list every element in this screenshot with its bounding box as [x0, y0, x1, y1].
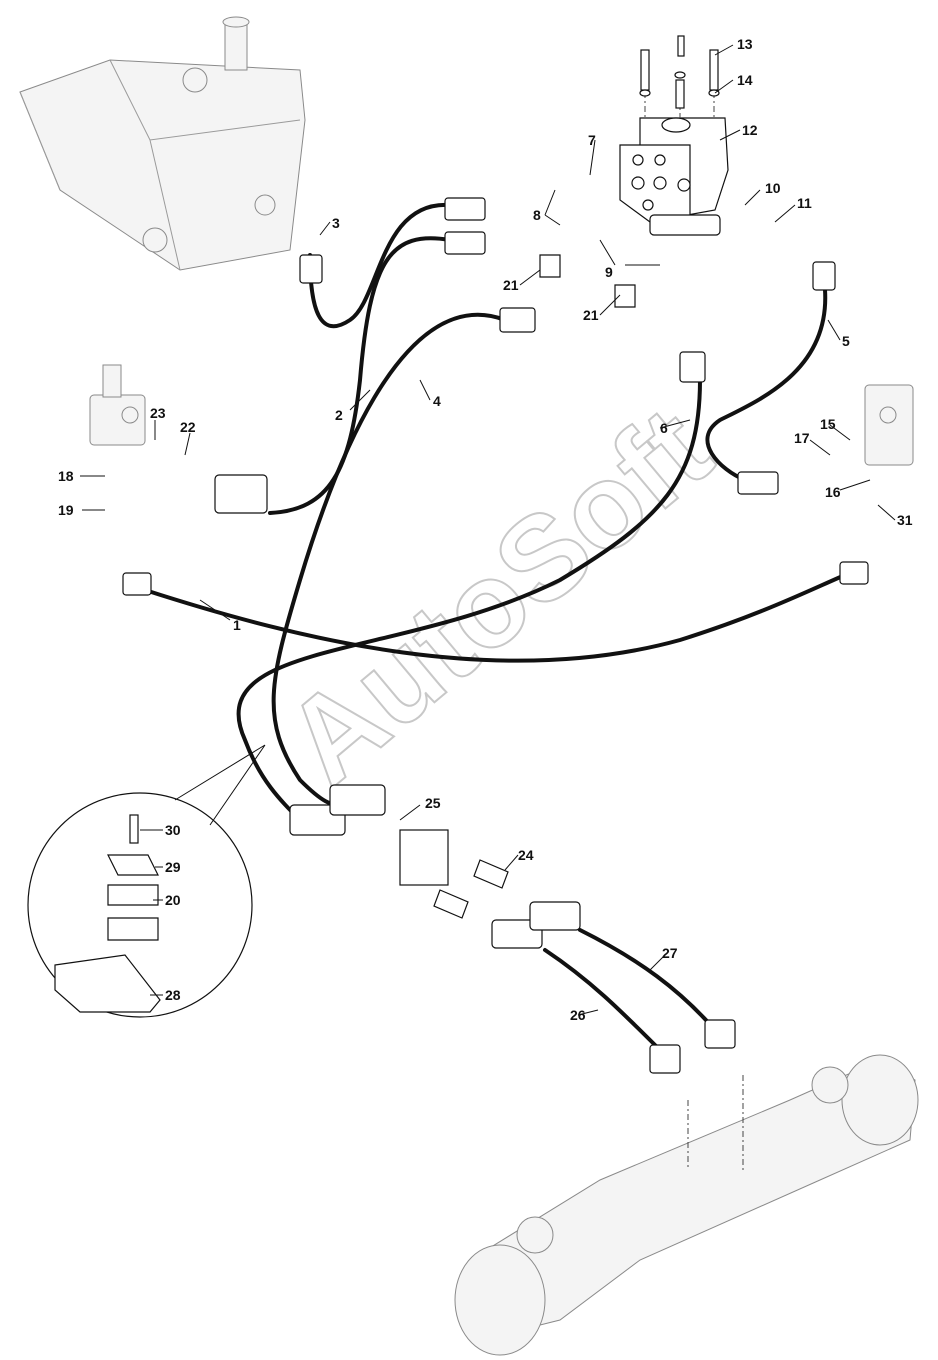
callout-7: 7 — [588, 132, 596, 148]
callout-25: 25 — [425, 795, 441, 811]
callout-14: 14 — [737, 72, 753, 88]
callout-13: 13 — [737, 36, 753, 52]
callout-22: 22 — [180, 419, 196, 435]
callout-10: 10 — [765, 180, 781, 196]
callout-6: 6 — [660, 420, 668, 436]
callout-26: 26 — [570, 1007, 586, 1023]
leader-lines — [80, 44, 896, 1016]
callout-15: 15 — [820, 416, 836, 432]
callout-11: 11 — [797, 195, 812, 211]
fittings — [122, 197, 869, 1074]
hose-5 — [705, 288, 828, 482]
callout-27: 27 — [662, 945, 678, 961]
hose-27 — [578, 928, 717, 1032]
callout-17: 17 — [794, 430, 810, 446]
callout-28: 28 — [165, 987, 181, 1003]
hose-4 — [271, 312, 507, 806]
hose-1 — [143, 573, 847, 663]
callout-31: 31 — [897, 512, 913, 528]
callout-3: 3 — [332, 215, 340, 231]
callout-9: 9 — [605, 264, 613, 280]
callout-21-upper: 21 — [503, 277, 519, 293]
right-valve-block — [864, 384, 914, 466]
callout-29: 29 — [165, 859, 181, 875]
callout-12: 12 — [742, 122, 758, 138]
clamp-detail-view — [27, 744, 266, 1018]
steering-unit — [619, 35, 729, 236]
callout-24: 24 — [518, 847, 534, 863]
left-valve-block — [89, 364, 146, 446]
callout-23: 23 — [150, 405, 166, 421]
callout-21-lower: 21 — [583, 307, 599, 323]
hose-6 — [236, 378, 702, 822]
callout-16: 16 — [825, 484, 841, 500]
callout-30: 30 — [165, 822, 181, 838]
hose-26 — [543, 948, 662, 1052]
watermark: AutoSoft — [261, 382, 735, 810]
hose-3 — [308, 202, 452, 329]
callout-5: 5 — [842, 333, 850, 349]
hoses — [143, 202, 847, 1052]
callout-2: 2 — [335, 407, 343, 423]
axle — [454, 1054, 919, 1356]
callout-8: 8 — [533, 207, 541, 223]
callout-19: 19 — [58, 502, 74, 518]
hydraulic-tank — [19, 16, 306, 271]
callout-1: 1 — [233, 617, 241, 633]
hose-2 — [268, 236, 452, 515]
callout-4: 4 — [433, 393, 441, 409]
callout-labels: 1 2 3 4 5 6 7 8 9 10 11 12 13 14 15 16 1… — [58, 36, 913, 1023]
callout-18: 18 — [58, 468, 74, 484]
callout-20: 20 — [165, 892, 181, 908]
